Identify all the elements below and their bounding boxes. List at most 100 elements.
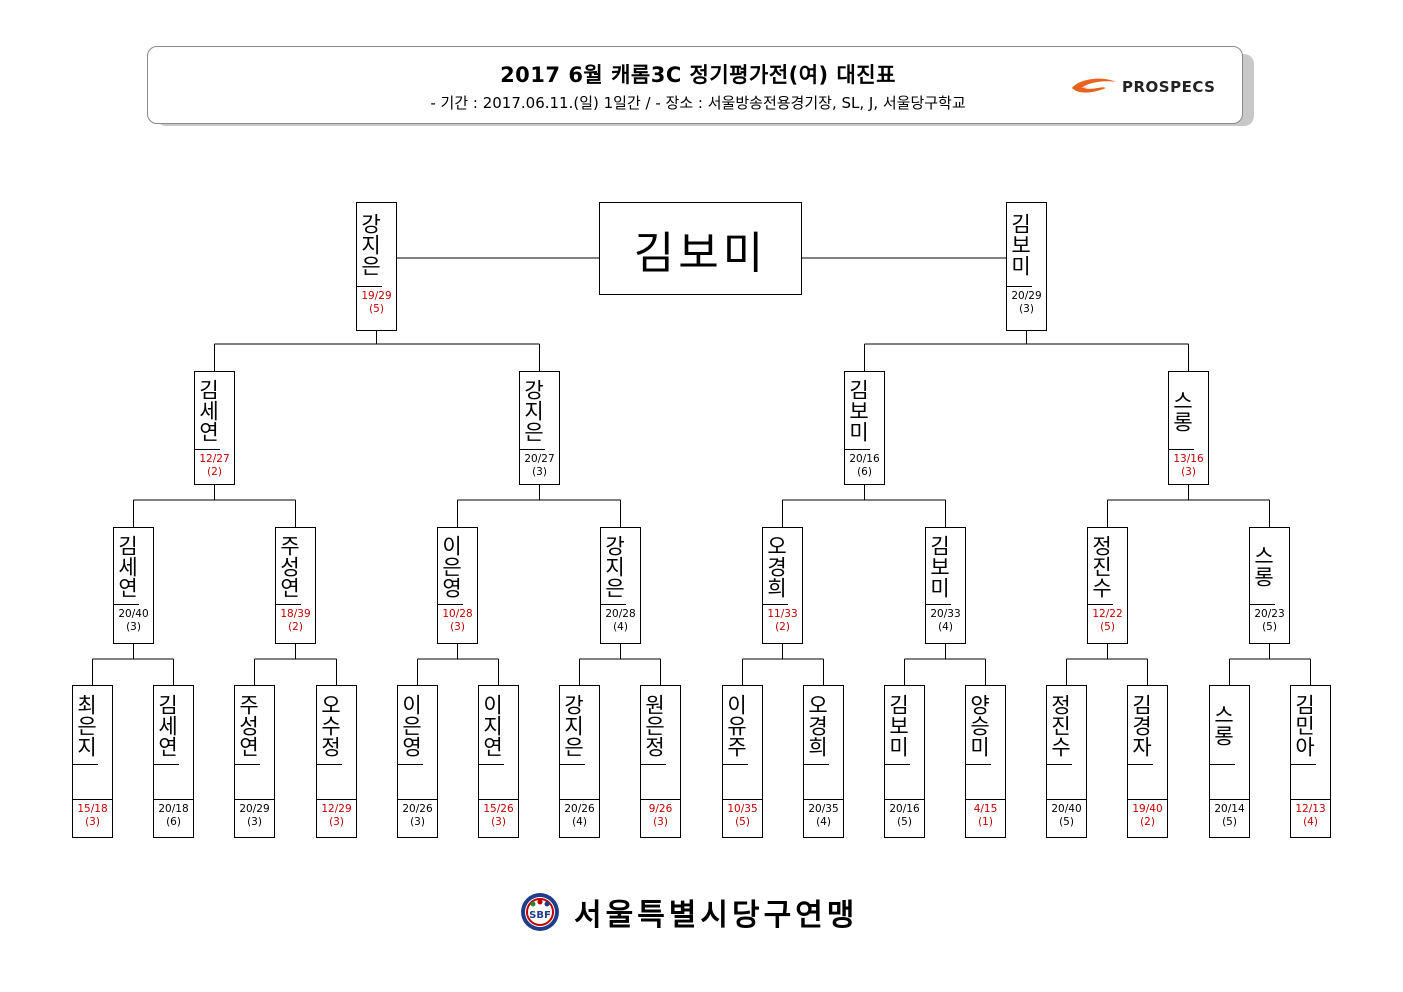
player-name: 강지은 xyxy=(520,372,545,450)
player-score: 20/40(5) xyxy=(1047,800,1086,829)
player-score: 12/13(4) xyxy=(1291,800,1330,829)
player-blank-cell xyxy=(723,765,762,800)
player-score: 20/35(4) xyxy=(804,800,843,829)
player-score: 20/33(4) xyxy=(926,605,965,634)
round16-player-box: 강지은 20/26(4) xyxy=(559,685,600,838)
score-value: 19/29 xyxy=(361,290,392,302)
player-score: 10/28(3) xyxy=(438,605,477,634)
player-score: 20/16(6) xyxy=(845,450,884,479)
player-name: 김경자 xyxy=(1128,686,1153,765)
player-score: 20/23(5) xyxy=(1250,605,1289,634)
score-rank: (2) xyxy=(207,466,222,478)
player-name: 이유주 xyxy=(723,686,748,765)
semifinal-player-box: 김세연 12/27(2) xyxy=(194,371,235,485)
player-blank-cell xyxy=(641,765,680,800)
round16-player-box: 정진수 20/40(5) xyxy=(1046,685,1087,838)
score-rank: (5) xyxy=(1100,621,1115,633)
prospecs-logo: PROSPECS xyxy=(1070,75,1215,99)
player-blank-cell xyxy=(885,765,924,800)
score-rank: (4) xyxy=(572,816,587,828)
player-name: 스롱 xyxy=(1250,528,1275,605)
prospecs-swoosh-icon xyxy=(1072,78,1116,93)
score-rank: (4) xyxy=(613,621,628,633)
score-rank: (1) xyxy=(978,816,993,828)
score-value: 20/28 xyxy=(605,608,636,620)
score-value: 20/14 xyxy=(1214,803,1245,815)
player-name: 김보미 xyxy=(885,686,910,765)
score-value: 9/26 xyxy=(648,803,673,815)
player-score: 19/29(5) xyxy=(357,287,396,316)
player-name: 최은지 xyxy=(73,686,98,765)
score-value: 11/33 xyxy=(767,608,798,620)
header-panel: 2017 6월 캐롬3C 정기평가전(여) 대진표 - 기간 : 2017.06… xyxy=(147,46,1243,124)
player-score: 11/33(2) xyxy=(763,605,802,634)
player-blank-cell xyxy=(1047,765,1086,800)
player-name: 오경희 xyxy=(763,528,788,605)
player-blank-cell xyxy=(804,765,843,800)
brand-name: PROSPECS xyxy=(1122,78,1216,96)
player-name: 원은정 xyxy=(641,686,666,765)
player-blank-cell xyxy=(1128,765,1167,800)
player-score: 20/27(3) xyxy=(520,450,559,479)
player-name: 김민아 xyxy=(1291,686,1316,765)
player-blank-cell xyxy=(235,765,274,800)
score-value: 12/29 xyxy=(321,803,352,815)
player-blank-cell xyxy=(154,765,193,800)
player-name: 강지은 xyxy=(357,203,382,287)
score-value: 20/40 xyxy=(118,608,149,620)
player-blank-cell xyxy=(966,765,1005,800)
player-score: 20/29(3) xyxy=(235,800,274,829)
score-rank: (4) xyxy=(816,816,831,828)
score-value: 20/16 xyxy=(849,453,880,465)
player-score: 20/16(5) xyxy=(885,800,924,829)
player-name: 이은영 xyxy=(398,686,423,765)
score-rank: (5) xyxy=(1222,816,1237,828)
score-rank: (3) xyxy=(247,816,262,828)
player-score: 9/26(3) xyxy=(641,800,680,829)
score-value: 20/40 xyxy=(1051,803,1082,815)
score-rank: (3) xyxy=(450,621,465,633)
round16-player-box: 오수정 12/29(3) xyxy=(316,685,357,838)
score-rank: (3) xyxy=(329,816,344,828)
score-value: 20/29 xyxy=(239,803,270,815)
player-name: 스롱 xyxy=(1169,372,1194,450)
score-value: 12/27 xyxy=(199,453,230,465)
score-rank: (3) xyxy=(653,816,668,828)
player-score: 20/18(6) xyxy=(154,800,193,829)
score-value: 12/13 xyxy=(1295,803,1326,815)
score-rank: (6) xyxy=(166,816,181,828)
score-value: 20/26 xyxy=(564,803,595,815)
champion-box: 김보미 xyxy=(599,202,802,295)
player-name: 정진수 xyxy=(1047,686,1072,765)
score-rank: (3) xyxy=(1181,466,1196,478)
round16-player-box: 김민아 12/13(4) xyxy=(1290,685,1331,838)
player-score: 20/14(5) xyxy=(1210,800,1249,829)
score-rank: (3) xyxy=(410,816,425,828)
player-name: 강지은 xyxy=(560,686,585,765)
player-name: 김세연 xyxy=(195,372,220,450)
footer: SBF 서울특별시당구연맹 xyxy=(520,890,858,934)
score-value: 20/27 xyxy=(524,453,555,465)
score-rank: (2) xyxy=(288,621,303,633)
player-score: 12/22(5) xyxy=(1088,605,1127,634)
player-name: 주성연 xyxy=(276,528,301,605)
player-name: 김세연 xyxy=(154,686,179,765)
round16-player-box: 김보미 20/16(5) xyxy=(884,685,925,838)
player-name: 오수정 xyxy=(317,686,342,765)
player-score: 10/35(5) xyxy=(723,800,762,829)
round16-player-box: 김세연 20/18(6) xyxy=(153,685,194,838)
player-score: 13/16(3) xyxy=(1169,450,1208,479)
player-name: 김세연 xyxy=(114,528,139,605)
score-rank: (3) xyxy=(126,621,141,633)
